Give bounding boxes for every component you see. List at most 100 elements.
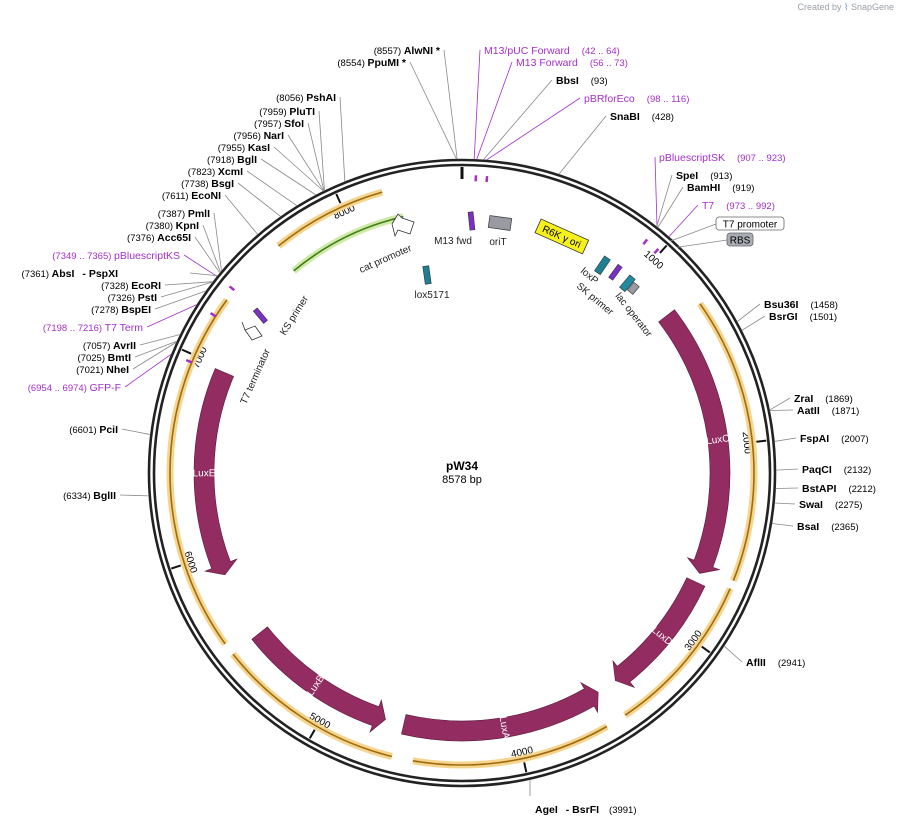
site-label-bglii[interactable]: (6334) BglII bbox=[63, 490, 116, 502]
tick-mark bbox=[335, 193, 342, 204]
site-label-kasi[interactable]: (7955) KasI bbox=[218, 142, 270, 154]
feature-t7-terminator[interactable] bbox=[241, 321, 263, 341]
site-name: AlwNI * bbox=[404, 45, 441, 57]
site-position: (2132) bbox=[844, 465, 871, 476]
site-name: SpeI bbox=[676, 170, 698, 182]
site-position: (2212) bbox=[848, 484, 875, 495]
site-label-nhei[interactable]: (7021) NheI bbox=[76, 364, 129, 376]
site-label-fspai[interactable]: FspAI(2007) bbox=[800, 433, 869, 445]
site-position: (7380) bbox=[146, 221, 176, 232]
site-label-m13-puc-forward[interactable]: M13/pUC Forward(42 .. 64) bbox=[484, 45, 620, 57]
site-position: (6334) bbox=[63, 491, 93, 502]
site-label-alwni[interactable]: (8557) AlwNI * bbox=[374, 45, 441, 57]
leader-line bbox=[775, 468, 799, 471]
site-label-absi[interactable]: (7361) AbsI- PspXI bbox=[22, 268, 119, 280]
backbone-outer-ring bbox=[147, 158, 777, 788]
site-label-avrii[interactable]: (7057) AvrII bbox=[83, 340, 136, 352]
site-label-econi[interactable]: (7611) EcoNI bbox=[162, 190, 221, 202]
site-name: KpnI bbox=[176, 220, 199, 232]
leader-line bbox=[202, 224, 221, 273]
site-label-swai[interactable]: SwaI(2275) bbox=[799, 499, 862, 511]
site-label-pbluescriptsk[interactable]: pBluescriptSK(907 .. 923) bbox=[659, 152, 786, 164]
feature-orit[interactable] bbox=[487, 215, 513, 231]
feature-label-cat-promoter: cat promoter bbox=[358, 243, 414, 276]
site-label-bsu36i[interactable]: Bsu36I(1458) bbox=[764, 299, 838, 311]
site-label-bamhi[interactable]: BamHI(919) bbox=[687, 182, 754, 194]
site-label-snabi[interactable]: SnaBI(428) bbox=[610, 111, 674, 123]
site-name: XcmI bbox=[218, 166, 243, 178]
site-label-pshai[interactable]: (8056) PshAI bbox=[276, 92, 336, 104]
site-position: (1458) bbox=[810, 300, 837, 311]
label-leaders bbox=[119, 49, 799, 796]
site-label-m13-forward[interactable]: M13 Forward(56 .. 73) bbox=[516, 57, 628, 69]
site-label-spei[interactable]: SpeI (913) bbox=[676, 170, 732, 182]
site-label-ppumi[interactable]: (8554) PpuMI * bbox=[337, 57, 407, 69]
site-box-t7-promoter[interactable] bbox=[715, 216, 785, 231]
site-label-t7-term[interactable]: (7198 .. 7216) T7 Term bbox=[43, 322, 143, 334]
leader-line bbox=[775, 487, 799, 489]
site-label-pbluescriptks[interactable]: (7349 .. 7365) pBluescriptKS bbox=[52, 250, 180, 262]
site-position: (913) bbox=[710, 171, 732, 182]
site-label-bbsi[interactable]: BbsI(93) bbox=[556, 75, 608, 87]
site-label-psti[interactable]: (7326) PstI bbox=[108, 292, 157, 304]
site-position: (7387) bbox=[158, 209, 188, 220]
feature-luxc[interactable] bbox=[658, 309, 731, 574]
feature-lox5171[interactable] bbox=[422, 265, 432, 285]
leader-line bbox=[483, 79, 553, 160]
site-position: (428) bbox=[652, 112, 674, 123]
site-label-zrai[interactable]: ZraI(1869) bbox=[794, 393, 853, 405]
feature-loxp[interactable] bbox=[594, 255, 611, 276]
feature-m13-fwd[interactable] bbox=[467, 211, 476, 231]
leader-line bbox=[654, 156, 658, 227]
site-label-pmli[interactable]: (7387) PmlI bbox=[158, 208, 210, 220]
site-label-bmti[interactable]: (7025) BmtI bbox=[78, 352, 132, 364]
site-name: BsgI bbox=[211, 178, 234, 190]
leader-line bbox=[183, 254, 218, 277]
site-label-bgli[interactable]: (7918) BglI bbox=[207, 154, 257, 166]
feature-ks-primer[interactable] bbox=[252, 307, 268, 324]
site-label-agei-bsrfi[interactable]: AgeI- BsrFI(3991) bbox=[535, 804, 637, 816]
credit-brand: SnapGene bbox=[850, 2, 894, 12]
site-label-bsrgi[interactable]: BsrGI(1501) bbox=[769, 311, 837, 323]
site-name: BmtI bbox=[108, 352, 131, 364]
leader-line bbox=[558, 115, 607, 175]
tick-mark bbox=[701, 645, 711, 654]
site-label-pcii[interactable]: (6601) PciI bbox=[69, 424, 118, 436]
site-label-nari[interactable]: (7956) NarI bbox=[233, 130, 284, 142]
site-label-bstapi[interactable]: BstAPI(2212) bbox=[802, 483, 876, 495]
site-label-bsai[interactable]: BsaI(2365) bbox=[797, 521, 859, 533]
leader-line bbox=[409, 61, 457, 160]
site-position: (2365) bbox=[831, 522, 858, 533]
leader-line bbox=[307, 122, 325, 192]
site-position: (7956) bbox=[233, 131, 263, 142]
feature-cat-promoter[interactable] bbox=[391, 213, 415, 238]
site-label-ecori[interactable]: (7328) EcoRI bbox=[101, 280, 161, 292]
site-label-aflii[interactable]: AflII(2941) bbox=[746, 657, 805, 669]
site-label-bspei[interactable]: (7278) BspEI bbox=[91, 304, 151, 316]
feature-rbs-box[interactable] bbox=[627, 281, 640, 295]
site-label-pbrforeco[interactable]: pBRforEco(98 .. 116) bbox=[584, 93, 689, 105]
feature-luxe[interactable] bbox=[193, 368, 238, 576]
plasmid-length: 8578 bp bbox=[442, 474, 482, 486]
leader-line bbox=[486, 97, 581, 161]
site-label-aatii[interactable]: AatII(1871) bbox=[797, 405, 859, 417]
backbone-inner-ring bbox=[152, 163, 772, 783]
feature-luxd[interactable] bbox=[612, 577, 706, 689]
feature-r6k-ori[interactable] bbox=[534, 218, 590, 255]
site-position: (8557) bbox=[374, 46, 404, 57]
site-label-xcmi[interactable]: (7823) XcmI bbox=[188, 166, 243, 178]
feature-luxb[interactable] bbox=[251, 626, 386, 734]
feature-luxa[interactable] bbox=[401, 681, 599, 742]
site-label-sfoi[interactable]: (7957) SfoI bbox=[254, 118, 304, 130]
site-label-gfp-f[interactable]: (6954 .. 6974) GFP-F bbox=[28, 382, 121, 394]
feature-sk-primer[interactable] bbox=[608, 263, 623, 281]
feature-lac-operator[interactable] bbox=[619, 274, 636, 293]
site-label-paqci[interactable]: PaqCI(2132) bbox=[802, 464, 871, 476]
site-label-t7[interactable]: T7(973 .. 992) bbox=[702, 200, 775, 212]
site-label-acc65i[interactable]: (7376) Acc65I bbox=[127, 232, 191, 244]
tick-mark bbox=[523, 762, 528, 773]
site-label-kpni[interactable]: (7380) KpnI bbox=[146, 220, 200, 232]
site-label-bsgi[interactable]: (7738) BsgI bbox=[181, 178, 234, 190]
site-label-pluti[interactable]: (7959) PluTI bbox=[259, 106, 315, 118]
site-box-rbs[interactable] bbox=[726, 232, 754, 247]
